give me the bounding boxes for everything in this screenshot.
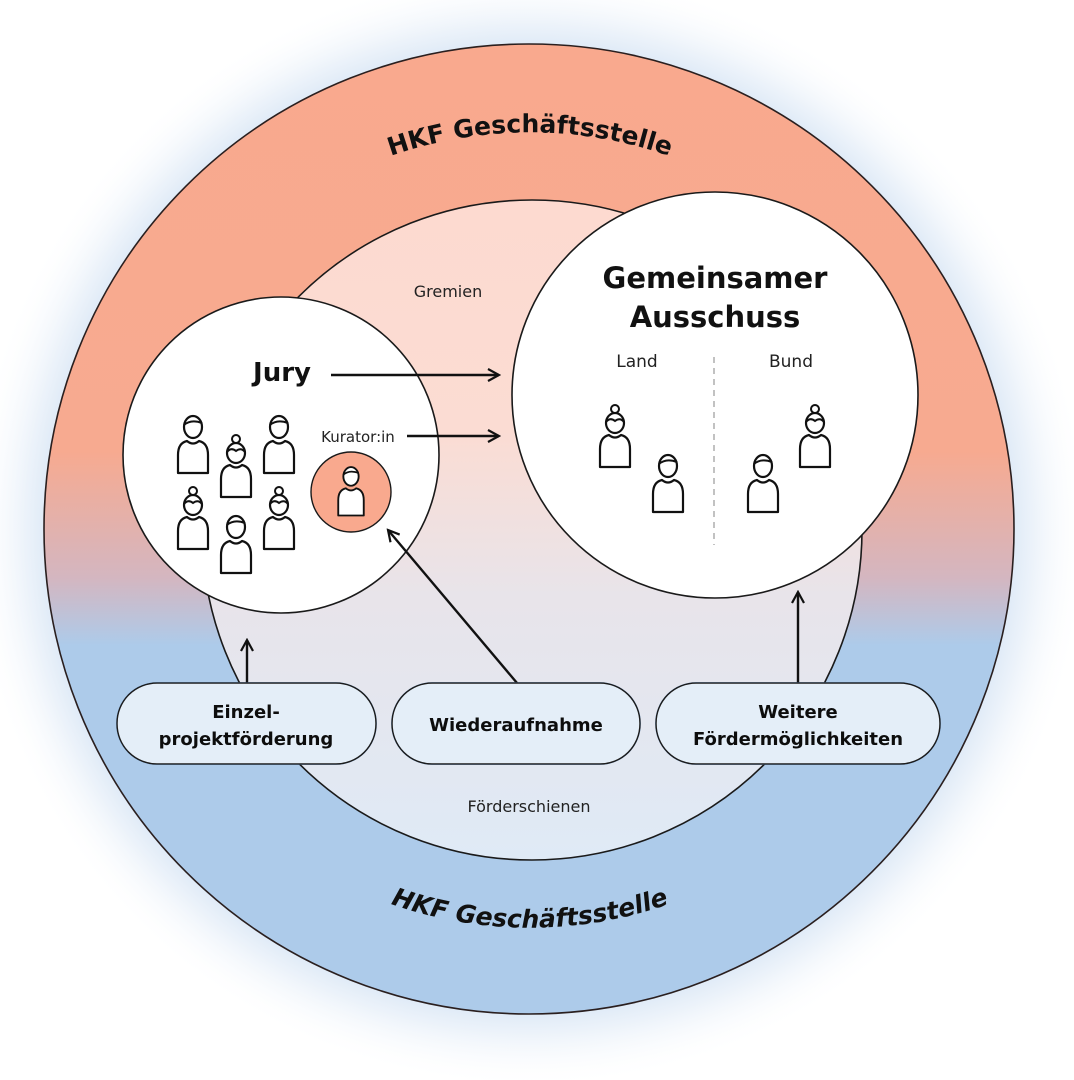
pill-wiederaufnahme[interactable]: Wiederaufnahme [391, 682, 641, 765]
committee-group[interactable]: Gemeinsamer Ausschuss Land Bund [511, 191, 919, 599]
jury-group[interactable]: Jury Kurator:in [122, 296, 440, 614]
committee-column-bund: Bund [769, 352, 813, 372]
committee-title-line2: Ausschuss [630, 300, 801, 334]
pill-einzel-line2: projektförderung [159, 729, 334, 750]
foerderschienen-label: Förderschienen [468, 797, 591, 816]
arrow-wiederaufnahme-to-curator [388, 530, 518, 684]
gremien-label: Gremien [414, 282, 482, 301]
pill-weitere-line1: Weitere [758, 702, 838, 723]
pill-einzel-line1: Einzel- [212, 702, 280, 723]
committee-column-land: Land [616, 352, 657, 372]
pill-weitere-foerdermoeglichkeiten[interactable]: Weitere Fördermöglichkeiten [655, 682, 941, 765]
pill-wiederaufnahme-label: Wiederaufnahme [429, 715, 603, 736]
jury-title: Jury [251, 358, 311, 388]
committee-title-line1: Gemeinsamer [603, 261, 829, 295]
pill-weitere-line2: Fördermöglichkeiten [693, 729, 903, 750]
committee-circle[interactable] [511, 191, 919, 599]
pill-einzelprojektfoerderung[interactable]: Einzel- projektförderung [116, 682, 377, 765]
curator-label: Kurator:in [321, 428, 395, 446]
